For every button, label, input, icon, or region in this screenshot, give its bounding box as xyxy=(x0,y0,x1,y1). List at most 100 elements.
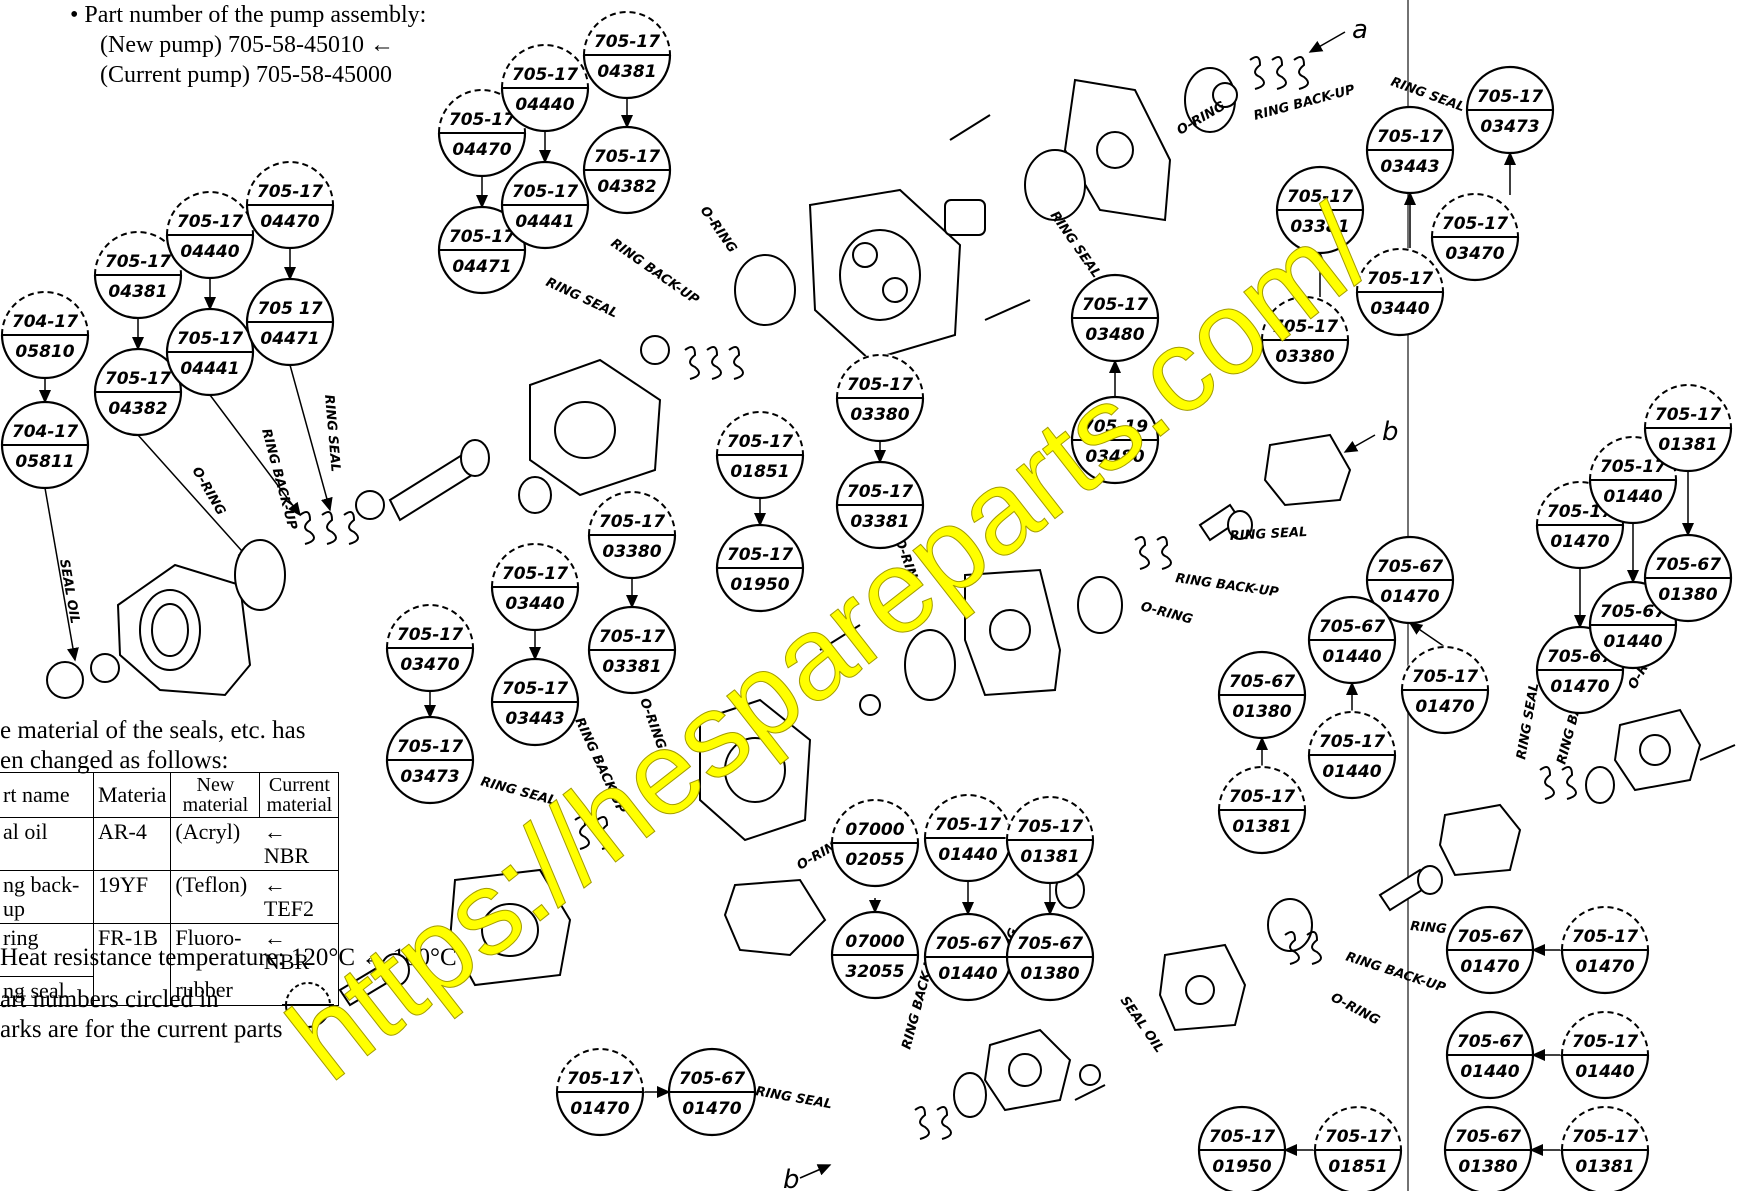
label-ring-backup: RING BACK-UP xyxy=(1252,82,1357,124)
mid-flange-plate xyxy=(964,568,1062,697)
bolt xyxy=(1074,1084,1106,1101)
bubble-part-suffix: 03381 xyxy=(1290,217,1349,237)
bubble-part-prefix: 705-17 xyxy=(1017,817,1083,837)
bolt xyxy=(819,624,861,651)
bubble-part-suffix: 04381 xyxy=(597,62,656,82)
gasket-o-ring xyxy=(1585,766,1615,804)
bubble-part-suffix: 04382 xyxy=(108,399,167,419)
bubble-part-prefix: 705-17 xyxy=(177,212,243,232)
table-cell xyxy=(259,976,340,1006)
part-number-bubble: 705-17 03381 xyxy=(587,605,677,695)
ref-letter-b: b xyxy=(1382,417,1399,447)
ref-letter-b: b xyxy=(783,1165,800,1191)
bubble-part-suffix: 04440 xyxy=(515,95,574,115)
bubble-part-prefix: 705-17 xyxy=(1572,927,1638,947)
part-number-bubble: 705-17 01470 xyxy=(555,1047,645,1137)
bubble-part-suffix: 01440 xyxy=(1575,1062,1634,1082)
bubble-part-suffix: 01440 xyxy=(1322,647,1381,667)
bubble-part-prefix: 705-67 xyxy=(1655,555,1721,575)
bubble-part-suffix: 05810 xyxy=(15,342,74,362)
label-o-ring: O-RING xyxy=(189,465,229,519)
gasket-o-ring xyxy=(234,539,286,611)
table-row: ring FR-1B Fluoro- ← NBR xyxy=(0,923,340,1006)
bubble-part-suffix: 01440 xyxy=(938,845,997,865)
bubble-part-prefix: 705-67 xyxy=(1017,934,1083,954)
bubble-part-suffix: 01470 xyxy=(1550,532,1609,552)
bubble-part-prefix: 705-17 xyxy=(727,432,793,452)
current-pump-number: (Current pump) 705-58-45000 xyxy=(100,62,392,88)
washer xyxy=(640,335,670,365)
bolt xyxy=(984,299,1031,321)
washer xyxy=(1212,82,1238,108)
bubble-part-suffix: 01950 xyxy=(1212,1157,1271,1177)
bubble-part-prefix: 705-17 xyxy=(594,147,660,167)
ring-seal-set xyxy=(684,345,744,380)
gasket-o-ring xyxy=(1077,576,1123,634)
label-ring-seal: RING SEAL xyxy=(321,394,343,473)
bubble-part-suffix: 01851 xyxy=(730,462,789,482)
new-pump-number: (New pump) 705-58-45010 ← xyxy=(100,32,394,58)
bubble-part-prefix: 705-17 xyxy=(1229,787,1295,807)
bubble-part-prefix: 705-17 xyxy=(1412,667,1478,687)
lower-gear-body xyxy=(448,868,572,987)
label-o-ring: O-RING xyxy=(1328,990,1382,1028)
bubble-part-suffix: 01470 xyxy=(1550,677,1609,697)
bubble-part-suffix: 01440 xyxy=(1460,1062,1519,1082)
label-ring-seal: RING SEAL xyxy=(543,275,620,321)
oil-seal xyxy=(46,661,84,699)
ring-seal-set xyxy=(1539,765,1577,800)
table-cell: ← NBR xyxy=(259,817,340,871)
bubble-part-suffix: 03380 xyxy=(850,405,909,425)
ring-seal-set xyxy=(1284,930,1322,965)
gasket-o-ring xyxy=(953,1072,987,1118)
right-pump-block xyxy=(1613,708,1702,792)
gasket-o-ring xyxy=(904,629,956,701)
bubble-part-suffix: 01851 xyxy=(1328,1157,1387,1177)
label-o-ring: O-RING xyxy=(636,696,668,751)
small-flange xyxy=(723,878,827,957)
bubble-part-suffix: 03381 xyxy=(602,657,661,677)
bubble-part-suffix: 01381 xyxy=(1020,847,1079,867)
material-note-line1: e material of the seals, etc. has xyxy=(0,717,306,744)
part-number-bubble: 705-17 04382 xyxy=(93,347,183,437)
ring-seal-set xyxy=(574,815,612,850)
table-row: al oil AR-4 (Acryl) ← NBR xyxy=(0,817,340,871)
table-cell: ← NBR xyxy=(259,923,340,976)
bubble-part-prefix: 705-17 xyxy=(1547,502,1613,522)
bubble-part-prefix: 705-67 xyxy=(1455,1127,1521,1147)
label-seal-oil: SEAL OIL xyxy=(1117,994,1167,1056)
bubble-part-suffix: 01470 xyxy=(570,1099,629,1119)
bubble-part-prefix: 705-17 xyxy=(105,369,171,389)
bubble-part-prefix: 705-17 xyxy=(847,482,913,502)
bubble-part-suffix: 01380 xyxy=(1458,1157,1517,1177)
washer xyxy=(1079,1064,1101,1086)
table-cell: AR-4 xyxy=(92,817,172,871)
bubble-part-suffix: 01440 xyxy=(1603,632,1662,652)
table-cell: rubber xyxy=(170,976,260,1006)
label-ring-seal: RING SEAL xyxy=(479,774,558,809)
bubble-part-prefix: 705-17 xyxy=(847,375,913,395)
bubble-part-prefix: 705-17 xyxy=(1367,269,1433,289)
bubble-part-prefix: 705-67 xyxy=(935,934,1001,954)
small-gear xyxy=(518,476,552,514)
left-lower-housing xyxy=(699,698,812,842)
ring-seal-set xyxy=(914,1105,952,1140)
bubble-part-prefix: 705-67 xyxy=(1229,672,1295,692)
bubble-part-prefix: 705-17 xyxy=(567,1069,633,1089)
bubble-part-prefix: 705-17 xyxy=(599,627,665,647)
bubble-part-prefix: 705-19 xyxy=(1082,417,1148,437)
bubble-part-suffix: 01381 xyxy=(1658,435,1717,455)
washer xyxy=(355,490,385,520)
